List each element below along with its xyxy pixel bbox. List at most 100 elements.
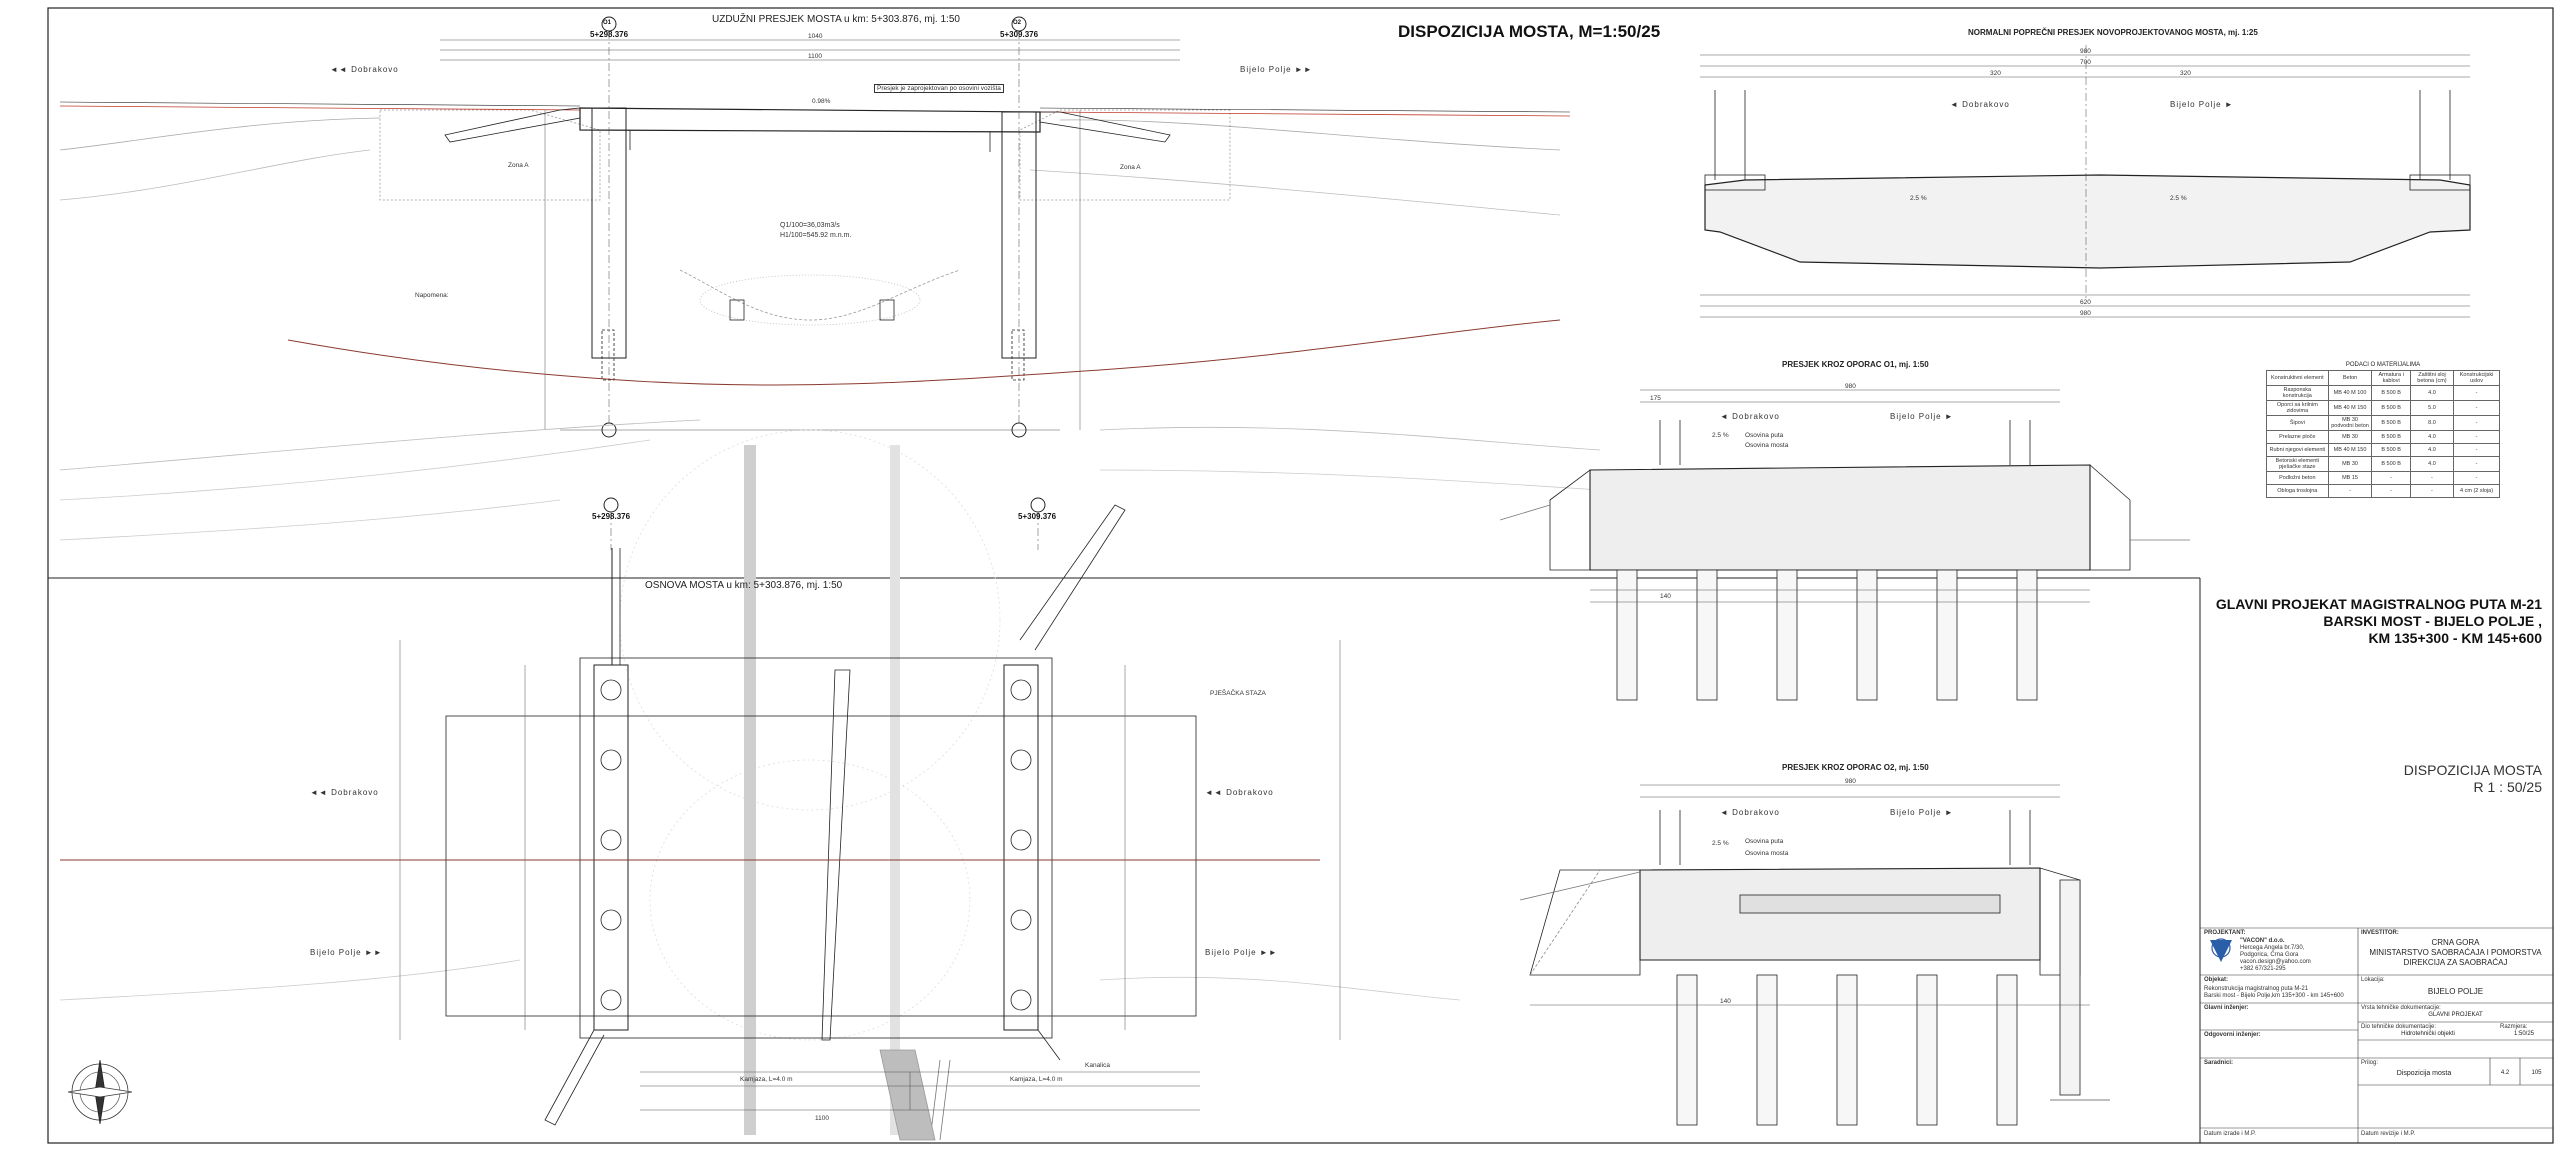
tb-prilog: Dispozicija mosta xyxy=(2396,1070,2452,1077)
table-cell: - xyxy=(2453,430,2500,444)
road-axis-o2: Osovina puta xyxy=(1745,838,1784,845)
tb-list: 4.2 xyxy=(2500,1070,2510,1076)
tb-investitor-3: DIREKCIJA ZA SAOBRAĆAJ xyxy=(2403,958,2508,967)
table-cell: MB 40 M 100 xyxy=(2327,385,2373,401)
table-cell: 4 cm (2 sloja) xyxy=(2453,484,2500,498)
table-cell: 4.0 xyxy=(2409,430,2455,444)
table-header: Armatura i kablovi xyxy=(2371,370,2411,386)
project-title-line1: GLAVNI PROJEKAT MAGISTRALNOG PUTA M-21 xyxy=(2215,596,2542,612)
station-o1-km-plan: 5+298.376 xyxy=(592,512,631,521)
plan-width: 1100 xyxy=(815,1115,829,1122)
plan-view xyxy=(59,419,1601,1141)
table-cell: B 500 B xyxy=(2371,415,2411,431)
cs-bottom-dim: 620 xyxy=(2080,299,2091,306)
table-header: Beton xyxy=(2327,370,2373,386)
table-cell: B 500 B xyxy=(2371,443,2411,457)
tb-glavni-label: Glavni inženjer: xyxy=(2204,1005,2249,1011)
longitudinal-section xyxy=(59,16,1571,438)
tb-investitor-1: CRNA GORA xyxy=(2431,938,2480,947)
pile-spacing-o1: 140 xyxy=(1660,593,1671,600)
tb-odgovorni-label: Odgovorni inženjer: xyxy=(2204,1032,2261,1038)
napomena-label: Napomena: xyxy=(415,292,449,299)
tb-projektant-addr2: Podgorica, Crna Gora xyxy=(2240,952,2299,958)
tb-lokacija: BIJELO POLJE xyxy=(2427,987,2484,996)
tb-datum-rev: Datum revizije i M.P. xyxy=(2361,1131,2416,1137)
direction-left-plan-right: ◄◄ Dobrakovo xyxy=(1205,788,1274,797)
title-block xyxy=(2200,927,2553,1143)
project-title-line3: KM 135+300 - KM 145+600 xyxy=(2368,630,2542,646)
cs-deck-dim: 700 xyxy=(2080,59,2091,66)
table-header: Zaštitni sloj betona (cm) xyxy=(2409,370,2455,386)
direction-right-long: Bijelo Polje ►► xyxy=(1240,65,1313,74)
abut-o2-total: 980 xyxy=(1845,778,1856,785)
direction-right-o1: Bijelo Polje ► xyxy=(1890,412,1954,421)
tb-dio: Hidrotehnički objekti xyxy=(2401,1031,2455,1037)
station-o2-km: 5+309.376 xyxy=(1000,30,1039,39)
plan-title: OSNOVA MOSTA u km: 5+303.876, mj. 1:50 xyxy=(645,580,843,591)
direction-right-o2: Bijelo Polje ► xyxy=(1890,808,1954,817)
road-axis-o1: Osovina puta xyxy=(1745,432,1784,439)
tb-projektant-name: "VACON" d.o.o. xyxy=(2240,938,2285,944)
direction-left-o2: ◄ Dobrakovo xyxy=(1720,808,1780,817)
abutment-o1-title: PRESJEK KROZ OPORAC O1, mj. 1:50 xyxy=(1782,360,1929,369)
sheet-title: DISPOZICIJA MOSTA, M=1:50/25 xyxy=(1398,22,1661,41)
tb-projektant-mail: vacon.design@yahoo.com xyxy=(2240,959,2311,965)
tb-objekat-text: Rekonstrukcija magistralnog puta M-21 xyxy=(2204,986,2309,992)
table-cell: 4.0 xyxy=(2409,385,2455,401)
table-cell: Betonski elementi pješačke staze xyxy=(2266,456,2329,472)
table-header: Konstrukcijski uslov xyxy=(2453,370,2500,386)
zone-a-right: Zona A xyxy=(1120,164,1141,171)
long-span-dim: 1040 xyxy=(808,33,823,40)
direction-left-o1: ◄ Dobrakovo xyxy=(1720,412,1780,421)
materials-table: Konstruktivni element Beton Armatura i k… xyxy=(2266,370,2500,498)
abutment-o2-view xyxy=(1519,784,2110,1126)
bridge-axis-o2: Osovina mosta xyxy=(1745,850,1789,857)
table-cell: - xyxy=(2409,471,2455,485)
cross-slope-left: 2.5 % xyxy=(1910,195,1927,202)
station-o1-km: 5+298.376 xyxy=(590,30,629,39)
table-cell: Rasponska konstrukcija xyxy=(2266,385,2329,401)
deck-slope: 0.98% xyxy=(812,98,831,105)
water-discharge: Q1/100=36,03m3/s xyxy=(780,222,840,229)
table-cell: B 500 B xyxy=(2371,456,2411,472)
bridge-axis-o1: Osovina mosta xyxy=(1745,442,1789,449)
direction-left-long: ◄◄ Dobrakovo xyxy=(330,65,399,74)
tb-investitor-label: INVESTITOR: xyxy=(2361,930,2399,936)
table-header: Konstruktivni element xyxy=(2266,370,2329,386)
table-cell: Podložni beton xyxy=(2266,471,2329,485)
cross-slope-o1: 2.5 % xyxy=(1712,432,1729,439)
drawing-scale: R 1 : 50/25 xyxy=(2473,779,2543,795)
tb-saradnici-label: Saradnici: xyxy=(2204,1060,2234,1066)
table-cell: - xyxy=(2453,443,2500,457)
table-cell: - xyxy=(2409,484,2455,498)
long-clear-dim: 1100 xyxy=(808,53,822,60)
station-o2-km-plan: 5+309.376 xyxy=(1018,512,1057,521)
direction-left-cs: ◄ Dobrakovo xyxy=(1950,100,2010,109)
table-cell: MB 40 M 150 xyxy=(2327,400,2373,416)
table-cell: - xyxy=(2327,484,2373,498)
station-o1-label: O1 xyxy=(603,20,612,26)
table-cell: Šipovi xyxy=(2266,415,2329,431)
direction-left-plan: ◄◄ Dobrakovo xyxy=(310,788,379,797)
cs-lanes-right: 320 xyxy=(2180,70,2191,77)
table-cell: B 500 B xyxy=(2371,400,2411,416)
table-cell: B 500 B xyxy=(2371,385,2411,401)
water-elevation: H1/100=545.92 m.n.m. xyxy=(780,232,852,239)
station-o2-label: O2 xyxy=(1013,20,1022,26)
table-cell: - xyxy=(2453,400,2500,416)
tb-lokacija-label: Lokacija: xyxy=(2361,977,2385,983)
tb-razmjera-label: Razmjera: xyxy=(2500,1024,2528,1030)
direction-right-plan-right: Bijelo Polje ►► xyxy=(1205,948,1278,957)
abut-o1-wings: 175 xyxy=(1650,395,1661,402)
kanalica-label: Kanalica xyxy=(1085,1062,1110,1069)
cross-section-title: NORMALNI POPREČNI PRESJEK NOVOPROJEKTOVA… xyxy=(1968,28,2258,37)
materials-caption: PODACI O MATERIJALIMA xyxy=(2345,362,2421,368)
table-cell: MB 30 xyxy=(2327,430,2373,444)
table-cell: Obloga troslojna xyxy=(2266,484,2329,498)
kamjaza-right: Kamjaza, L=4.0 m xyxy=(1010,1076,1063,1083)
